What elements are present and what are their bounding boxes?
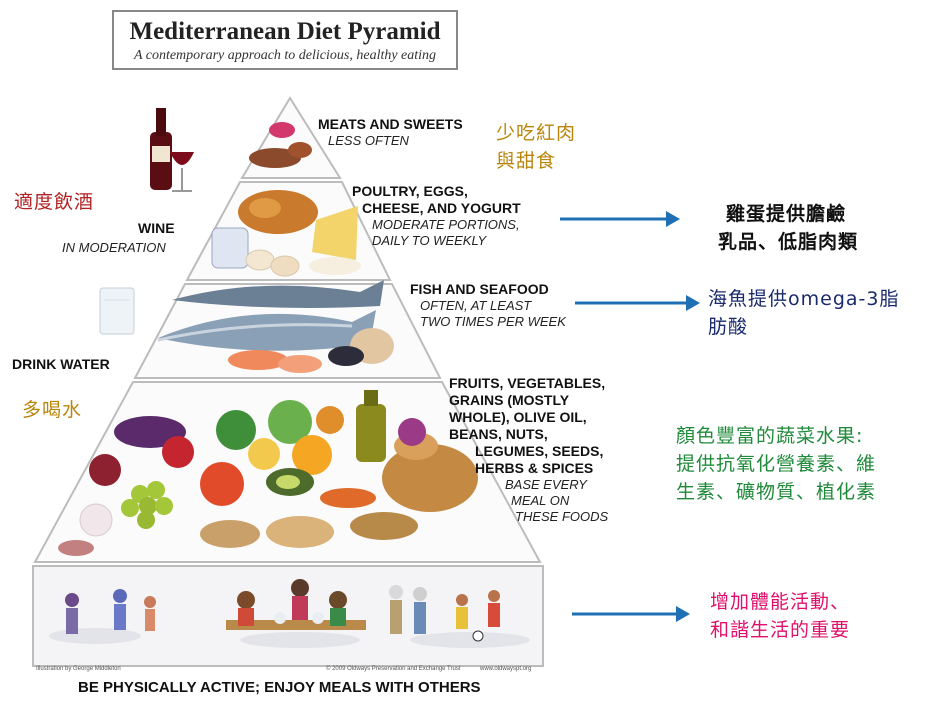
egg-icon: [245, 249, 275, 271]
credit-copyright: © 2009 Oldways Preservation and Exchange…: [326, 666, 461, 672]
mussel-icon: [328, 346, 364, 366]
nuts-icon: [266, 516, 334, 548]
arrow-poultry: [560, 211, 680, 227]
tomato-icon: [200, 462, 244, 506]
arrow-activity: [572, 606, 690, 622]
olive-oil-bottle-icon: [356, 404, 386, 462]
activity-label: BE PHYSICALLY ACTIVE; ENJOY MEALS WITH O…: [78, 679, 481, 696]
sweets-icon: [269, 122, 295, 138]
onion-icon: [398, 418, 426, 446]
wine-glass-icon: [170, 152, 194, 165]
side-label-water: DRINK WATER: [12, 356, 110, 372]
beans-icon: [200, 520, 260, 548]
tier-label-fish: FISH AND SEAFOOD OFTEN, AT LEAST TWO TIM…: [410, 281, 566, 329]
pyramid-subtitle: A contemporary approach to delicious, he…: [133, 48, 437, 63]
annotation-poultry: 雞蛋提供膽鹼 乳品、低脂肉類: [718, 203, 859, 253]
lettuce-icon: [268, 400, 312, 444]
grains-icon: [350, 512, 418, 540]
steak-icon: [249, 148, 301, 168]
pyramid-title: Mediterranean Diet Pyramid: [129, 18, 441, 45]
annotation-wine: 適度飲酒: [14, 191, 95, 213]
lemon-icon: [248, 438, 280, 470]
cheese-icon: [312, 206, 358, 260]
tier-label-plants: FRUITS, VEGETABLES, GRAINS (MOSTLY WHOLE…: [449, 375, 609, 524]
family-meal-icon: [226, 579, 366, 630]
credit-website: www.oldwayspt.org: [480, 666, 532, 672]
walking-couple-icon: [389, 585, 427, 634]
water-glass-icon: [99, 287, 135, 335]
annotation-fish: 海魚提供omega-3脂 肪酸: [708, 288, 900, 338]
tier-label-meats: MEATS AND SWEETS LESS OFTEN: [318, 116, 463, 148]
beet-icon: [89, 454, 121, 486]
annotation-water: 多喝水: [22, 399, 83, 421]
shrimp-icon: [228, 350, 288, 370]
garlic-icon: [79, 503, 113, 537]
fish-icon: [172, 280, 384, 308]
arrow-fish: [575, 295, 700, 311]
soccer-kids-icon: [456, 590, 500, 642]
broccoli-icon: [216, 410, 256, 450]
annotation-plants: 顏色豐富的蔬菜水果: 提供抗氧化營養素、維 生素、礦物質、植化素: [676, 425, 877, 503]
orange-icon: [292, 435, 332, 475]
orange-slice-icon: [316, 406, 344, 434]
side-label-wine: WINE: [138, 220, 175, 236]
annotation-activity: 增加體能活動、 和諧生活的重要: [710, 591, 851, 641]
tier-label-poultry: POULTRY, EGGS, CHEESE, AND YOGURT MODERA…: [352, 183, 521, 248]
bread-icon: [382, 444, 478, 512]
annotation-meats: 少吃紅肉 與甜食: [496, 122, 577, 172]
pomegranate-icon: [162, 436, 194, 468]
side-label-wine-note: IN MODERATION: [62, 240, 166, 255]
title-box: Mediterranean Diet Pyramid A contemporar…: [112, 10, 458, 70]
yogurt-icon: [211, 227, 249, 269]
dancers-icon: [65, 589, 156, 634]
carrot-icon: [320, 488, 376, 508]
credit-illustrator: Illustration by George Middleton: [36, 666, 121, 672]
